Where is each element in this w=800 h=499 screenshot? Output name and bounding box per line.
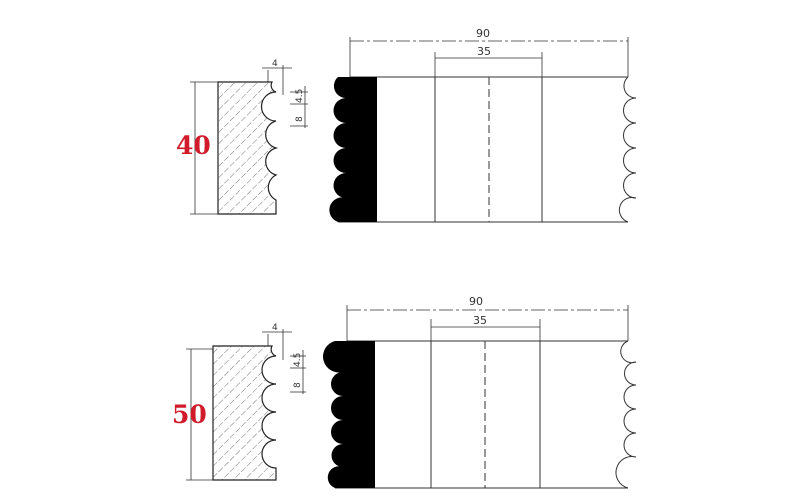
inner-dim-top: 35 (477, 45, 491, 58)
gap-dim-top: 4.5 (295, 89, 305, 103)
radius-dim-bottom: 8 (293, 382, 303, 388)
gap-dim-bottom: 4.5 (293, 353, 303, 367)
overall-dim-top: 90 (476, 27, 490, 40)
front-view-top: 90 35 (329, 27, 637, 223)
radius-dim-top: 8 (295, 116, 305, 122)
height-label-bottom: 50 (172, 400, 207, 429)
drawing-bottom: 4 4.5 8 90 35 50 (172, 295, 637, 489)
pitch-dim-bottom: 4 (272, 323, 278, 333)
profile-section-bottom: 4 4.5 8 (186, 323, 306, 481)
overall-dim-bottom: 90 (469, 295, 483, 308)
pitch-dim-top: 4 (272, 59, 278, 69)
front-view-bottom: 90 35 (323, 295, 637, 489)
drawing-top: 4 4.5 8 90 35 (176, 27, 637, 223)
inner-dim-bottom: 35 (473, 314, 487, 327)
profile-section-top: 4 4.5 8 (190, 59, 308, 215)
height-label-top: 40 (176, 131, 211, 160)
